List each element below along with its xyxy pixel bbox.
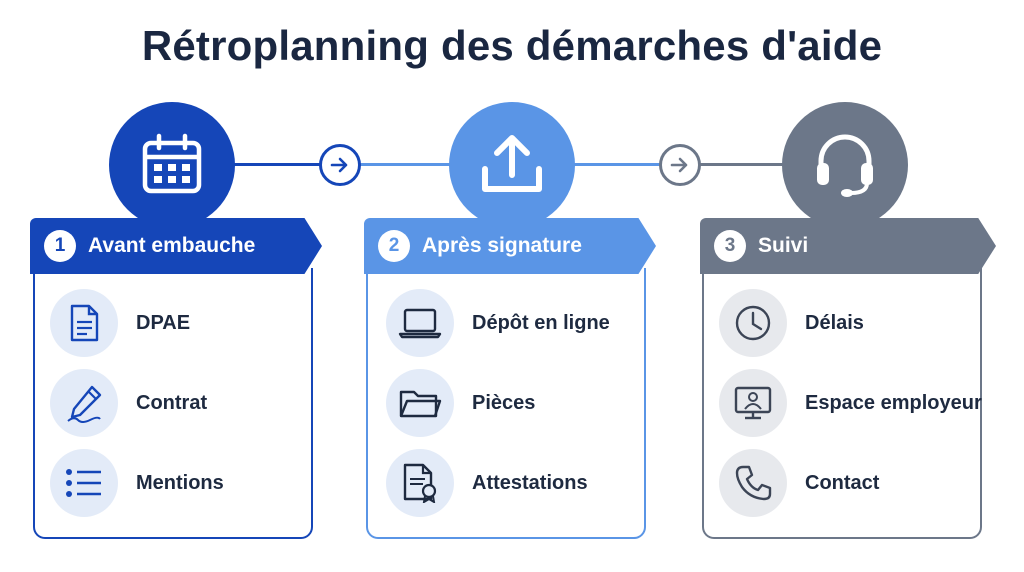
- step-label: Avant embauche: [88, 234, 256, 257]
- list-item: Contrat: [50, 369, 207, 437]
- connector-line: [574, 163, 662, 166]
- item-label: Attestations: [472, 471, 588, 494]
- step-header-1: 1 Avant embauche: [30, 218, 322, 274]
- step-number: 3: [714, 230, 746, 262]
- step-number: 2: [378, 230, 410, 262]
- phone-icon: [719, 449, 787, 517]
- item-label: Dépôt en ligne: [472, 311, 610, 334]
- upload-icon: [449, 102, 575, 228]
- list-item: Mentions: [50, 449, 224, 517]
- certificate-icon: [386, 449, 454, 517]
- arrow-right-icon: [659, 144, 701, 186]
- item-label: Contact: [805, 471, 880, 494]
- item-label: Mentions: [136, 471, 224, 494]
- document-icon: [50, 289, 118, 357]
- list-item: Délais: [719, 289, 864, 357]
- list-item: Espace employeur: [719, 369, 982, 437]
- headset-icon: [782, 102, 908, 228]
- list-item: Contact: [719, 449, 879, 517]
- step-number: 1: [44, 230, 76, 262]
- arrow-right-icon: [319, 144, 361, 186]
- item-label: Espace employeur: [805, 391, 982, 414]
- clock-icon: [719, 289, 787, 357]
- pen-signature-icon: [50, 369, 118, 437]
- step-header-2: 2 Après signature: [364, 218, 656, 274]
- item-label: DPAE: [136, 311, 191, 334]
- item-label: Contrat: [136, 391, 208, 414]
- list-item: Dépôt en ligne: [386, 289, 610, 357]
- calendar-icon: [109, 102, 235, 228]
- connector-line: [700, 163, 784, 166]
- item-label: Délais: [805, 311, 864, 334]
- step-label: Après signature: [422, 234, 582, 257]
- step-header-3: 3 Suivi: [700, 218, 996, 274]
- list-item: DPAE: [50, 289, 190, 357]
- connector-line: [360, 163, 454, 166]
- connector-line: [232, 163, 322, 166]
- item-label: Pièces: [472, 391, 536, 414]
- list-item: Attestations: [386, 449, 588, 517]
- diagram-title: Rétroplanning des démarches d'aide: [141, 22, 883, 69]
- step-label: Suivi: [758, 234, 809, 257]
- laptop-icon: [386, 289, 454, 357]
- list-item: Pièces: [386, 369, 535, 437]
- folder-icon: [386, 369, 454, 437]
- monitor-user-icon: [719, 369, 787, 437]
- list-icon: [50, 449, 118, 517]
